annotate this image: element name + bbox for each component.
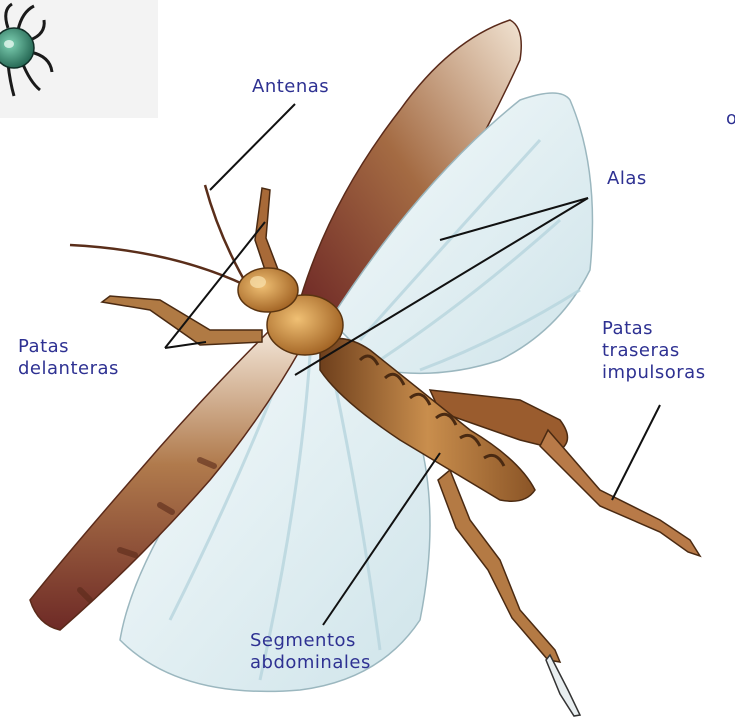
label-patas-traseras-line3: impulsoras bbox=[602, 362, 706, 384]
corner-fragment-text: o bbox=[726, 108, 735, 130]
label-alas-text: Alas bbox=[607, 168, 647, 189]
label-antenas-text: Antenas bbox=[252, 76, 329, 97]
label-patas-delanteras-line1: Patas bbox=[18, 336, 119, 358]
label-patas-traseras-line2: traseras bbox=[602, 340, 706, 362]
front-legs bbox=[102, 188, 282, 345]
label-patas-traseras-line1: Patas bbox=[602, 318, 706, 340]
label-patas-delanteras-line2: delanteras bbox=[18, 358, 119, 380]
beetle-inset bbox=[0, 0, 158, 118]
label-segmentos-abdominales: Segmentos abdominales bbox=[250, 630, 371, 674]
leader-patas-traseras bbox=[612, 405, 660, 500]
label-segmentos-line1: Segmentos bbox=[250, 630, 371, 652]
label-patas-traseras: Patas traseras impulsoras bbox=[602, 318, 706, 384]
leader-antenas bbox=[210, 104, 295, 190]
label-patas-delanteras: Patas delanteras bbox=[18, 336, 119, 380]
label-antenas: Antenas bbox=[252, 76, 329, 98]
head bbox=[238, 268, 298, 312]
lower-leg bbox=[438, 470, 580, 716]
label-segmentos-line2: abdominales bbox=[250, 652, 371, 674]
label-alas: Alas bbox=[607, 168, 647, 190]
